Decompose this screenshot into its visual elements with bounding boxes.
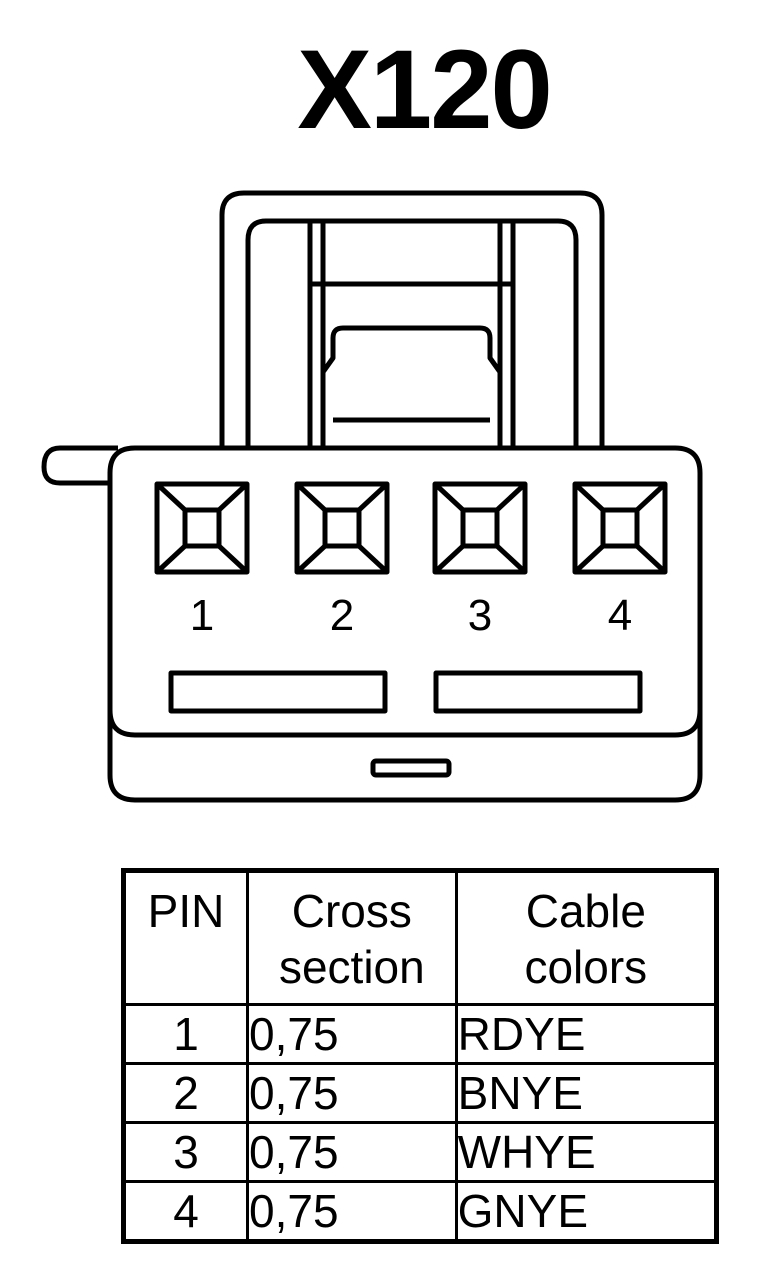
connector-diagram: 1 2 3 4	[41, 190, 703, 803]
pin-label-2: 2	[330, 591, 354, 640]
pin-cavity-3	[432, 481, 528, 575]
coding-key-left	[168, 670, 388, 714]
table-row: 2 0,75 BNYE	[121, 1062, 719, 1124]
pin-label-3: 3	[468, 591, 492, 640]
latch-outer	[219, 190, 605, 448]
body-step	[107, 709, 703, 738]
cross-section-value: 0,75	[246, 1003, 458, 1065]
header-cable-colors: Cable colors	[454, 869, 719, 1006]
cable-color-value: WHYE	[454, 1121, 719, 1183]
pin-cavity-1	[154, 481, 250, 575]
coding-key-right	[433, 670, 643, 714]
header-pin: PIN	[121, 869, 250, 1006]
pin-number: 3	[121, 1121, 250, 1183]
cross-section-value: 0,75	[246, 1180, 458, 1243]
header-cross-section: Cross section	[246, 869, 458, 1006]
header-cross-section-line-2: section	[278, 941, 425, 993]
pin-label-4: 4	[608, 591, 632, 640]
cable-color-value: GNYE	[454, 1180, 719, 1243]
pin-number: 2	[121, 1062, 250, 1124]
cable-color-value: BNYE	[454, 1062, 719, 1124]
side-flange	[41, 445, 118, 486]
header-pin-line-1: PIN	[147, 885, 225, 937]
table-header-row: PIN Cross section Cable colors	[121, 869, 719, 1006]
pin-number: 1	[121, 1003, 250, 1065]
table-row: 3 0,75 WHYE	[121, 1121, 719, 1183]
pin-assignment-table: PIN Cross section Cable colors 1 0,75 RD…	[121, 868, 719, 1244]
pin-cavity-4	[572, 481, 668, 575]
cable-color-value: RDYE	[454, 1003, 719, 1065]
table-row: 4 0,75 GNYE	[121, 1180, 719, 1243]
locking-tab	[320, 325, 503, 448]
pin-cavity-2	[294, 481, 390, 575]
connector-body	[107, 445, 703, 803]
cross-section-value: 0,75	[246, 1121, 458, 1183]
bottom-slot	[370, 758, 452, 778]
connector-title: X120	[297, 27, 553, 152]
latch-inner	[245, 218, 579, 448]
header-cable-colors-line-1: Cable	[525, 885, 646, 937]
pin-number: 4	[121, 1180, 250, 1243]
table-row: 1 0,75 RDYE	[121, 1003, 719, 1065]
header-cross-section-line-1: Cross	[291, 885, 412, 937]
pin-label-1: 1	[190, 591, 214, 640]
header-cable-colors-line-2: colors	[524, 941, 648, 993]
cross-section-value: 0,75	[246, 1062, 458, 1124]
